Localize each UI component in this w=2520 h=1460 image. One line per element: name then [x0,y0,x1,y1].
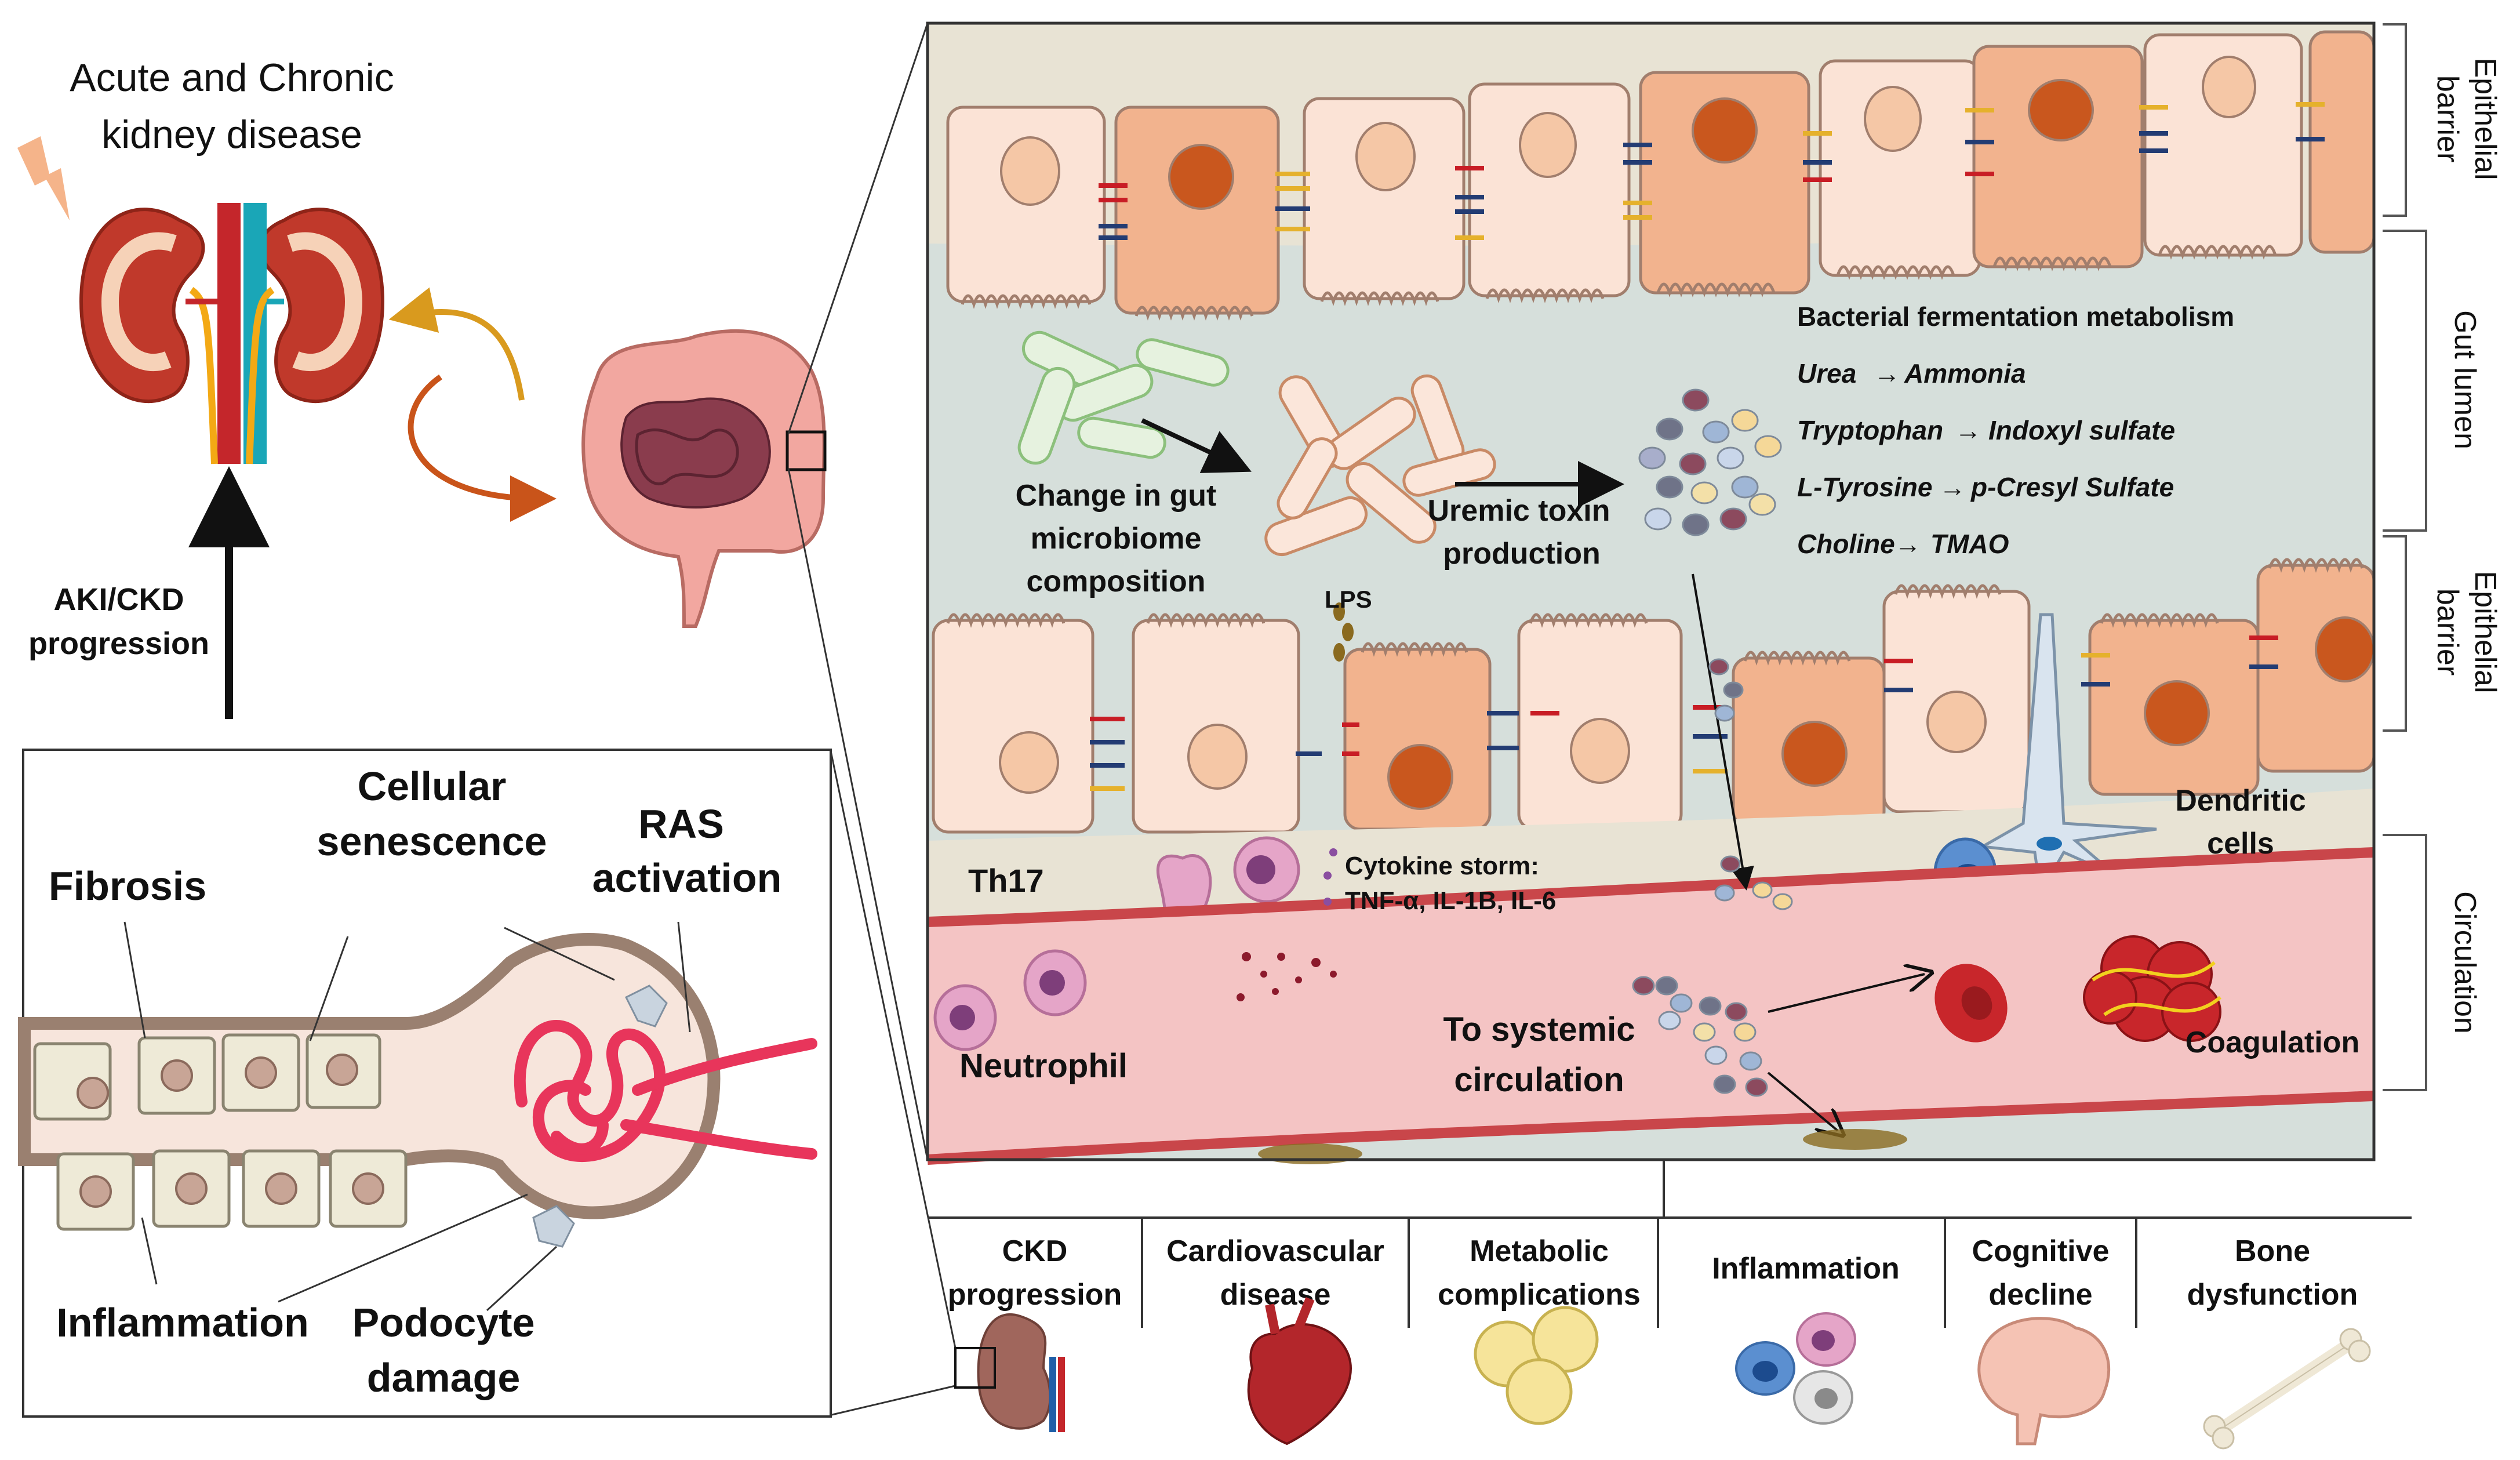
bone-icon [2203,1328,2371,1450]
metabolism-list: Bacterial fermentation metabolism Urea →… [1797,302,2234,559]
arrow-icon: → [1894,529,1921,559]
microbiome-label-3: composition [1026,565,1205,598]
immune-cells-icon [1735,1312,1856,1425]
cycle-arrows [388,287,557,522]
outcome-2-line1: Cardiovascular [1166,1234,1384,1268]
progression-label-line2: progression [28,626,209,661]
metabolism-row-4-from: Choline [1797,529,1895,559]
metabolism-row-1-to: Ammonia [1904,358,2026,388]
fat-cells-icon [1474,1306,1599,1425]
label-ras-2: activation [592,855,782,900]
metabolism-row-3-to: p-Cresyl Sulfate [1970,472,2174,502]
heart-icon [1247,1297,1352,1446]
microbiome-label-2: microbiome [1031,522,1202,555]
outcome-2-line2: disease [1220,1278,1331,1312]
outcome-1-line2: progression [948,1278,1122,1312]
dendritic-label-1: Dendritic [2175,784,2306,818]
uremic-label-2: production [1443,537,1601,571]
outcome-5-line1: Cognitive [1972,1234,2110,1268]
neutrophil-label: Neutrophil [959,1047,1128,1085]
side-epithelial-bottom-2: barrier [2431,589,2464,675]
title-line1: Acute and Chronic [70,56,394,100]
progression-label-line1: AKI/CKD [54,582,184,617]
label-podocyte-1: Podocyte [352,1300,534,1345]
label-inflammation: Inflammation [56,1300,309,1345]
label-fibrosis: Fibrosis [49,863,206,909]
side-circulation: Circulation [2448,891,2482,1034]
side-brackets [2383,23,2427,1091]
side-epithelial-top-1: Epithelial [2468,57,2502,180]
cytokine-label-2: TNF-α, IL-1B, IL-6 [1345,887,1556,915]
outcome-4-line1: Inflammation [1712,1252,1900,1285]
zoom-lines [787,23,957,1416]
outcome-1-line1: CKD [1002,1234,1068,1268]
gut-panel [926,21,2376,1165]
arrow-icon: → [1874,358,1900,388]
metabolism-row-2-to: Indoxyl sulfate [1988,415,2175,445]
side-epithelial-top-2: barrier [2431,75,2464,162]
small-kidney-icon [954,1313,1065,1432]
lps-label: LPS [1325,586,1372,613]
brain-icon [1977,1317,2111,1446]
label-senescence-2: senescence [317,819,547,864]
cytokine-label-1: Cytokine storm: [1345,852,1539,880]
th17-label: Th17 [968,862,1044,899]
outcome-3-line1: Metabolic [1470,1234,1609,1268]
outcome-5-line2: decline [1988,1278,2092,1312]
intestine-icon [581,329,827,628]
outcomes-row [928,1160,2412,1328]
arrow-icon: → [1955,415,1981,445]
lightning-icon [17,136,70,220]
microbiome-label-1: Change in gut [1016,479,1217,513]
arrow-icon: → [1939,472,1966,502]
metabolism-heading: Bacterial fermentation metabolism [1797,302,2234,332]
metabolism-row-4-to: TMAO [1930,529,2009,559]
kidney-icon [79,203,385,464]
dendritic-label-2: cells [2207,827,2274,860]
outcome-6-line1: Bone [2235,1234,2310,1268]
outcome-6-line2: dysfunction [2187,1278,2358,1312]
label-senescence-1: Cellular [358,764,507,809]
metabolism-row-3-from: L-Tyrosine [1797,472,1932,502]
side-gut-lumen: Gut lumen [2448,310,2482,449]
nephron-panel [18,749,832,1418]
coagulation-label: Coagulation [2186,1026,2359,1059]
metabolism-row-1-from: Urea [1797,358,1856,388]
uremic-label-1: Uremic toxin [1428,494,1610,528]
title-line2: kidney disease [101,112,362,157]
label-podocyte-2: damage [367,1355,521,1400]
systemic-label-1: To systemic [1443,1011,1635,1048]
metabolism-row-2-from: Tryptophan [1797,415,1943,445]
label-ras-1: RAS [638,801,724,847]
side-epithelial-bottom-1: Epithelial [2468,571,2502,693]
outcome-3-line2: complications [1438,1278,1641,1312]
systemic-label-2: circulation [1454,1061,1624,1099]
